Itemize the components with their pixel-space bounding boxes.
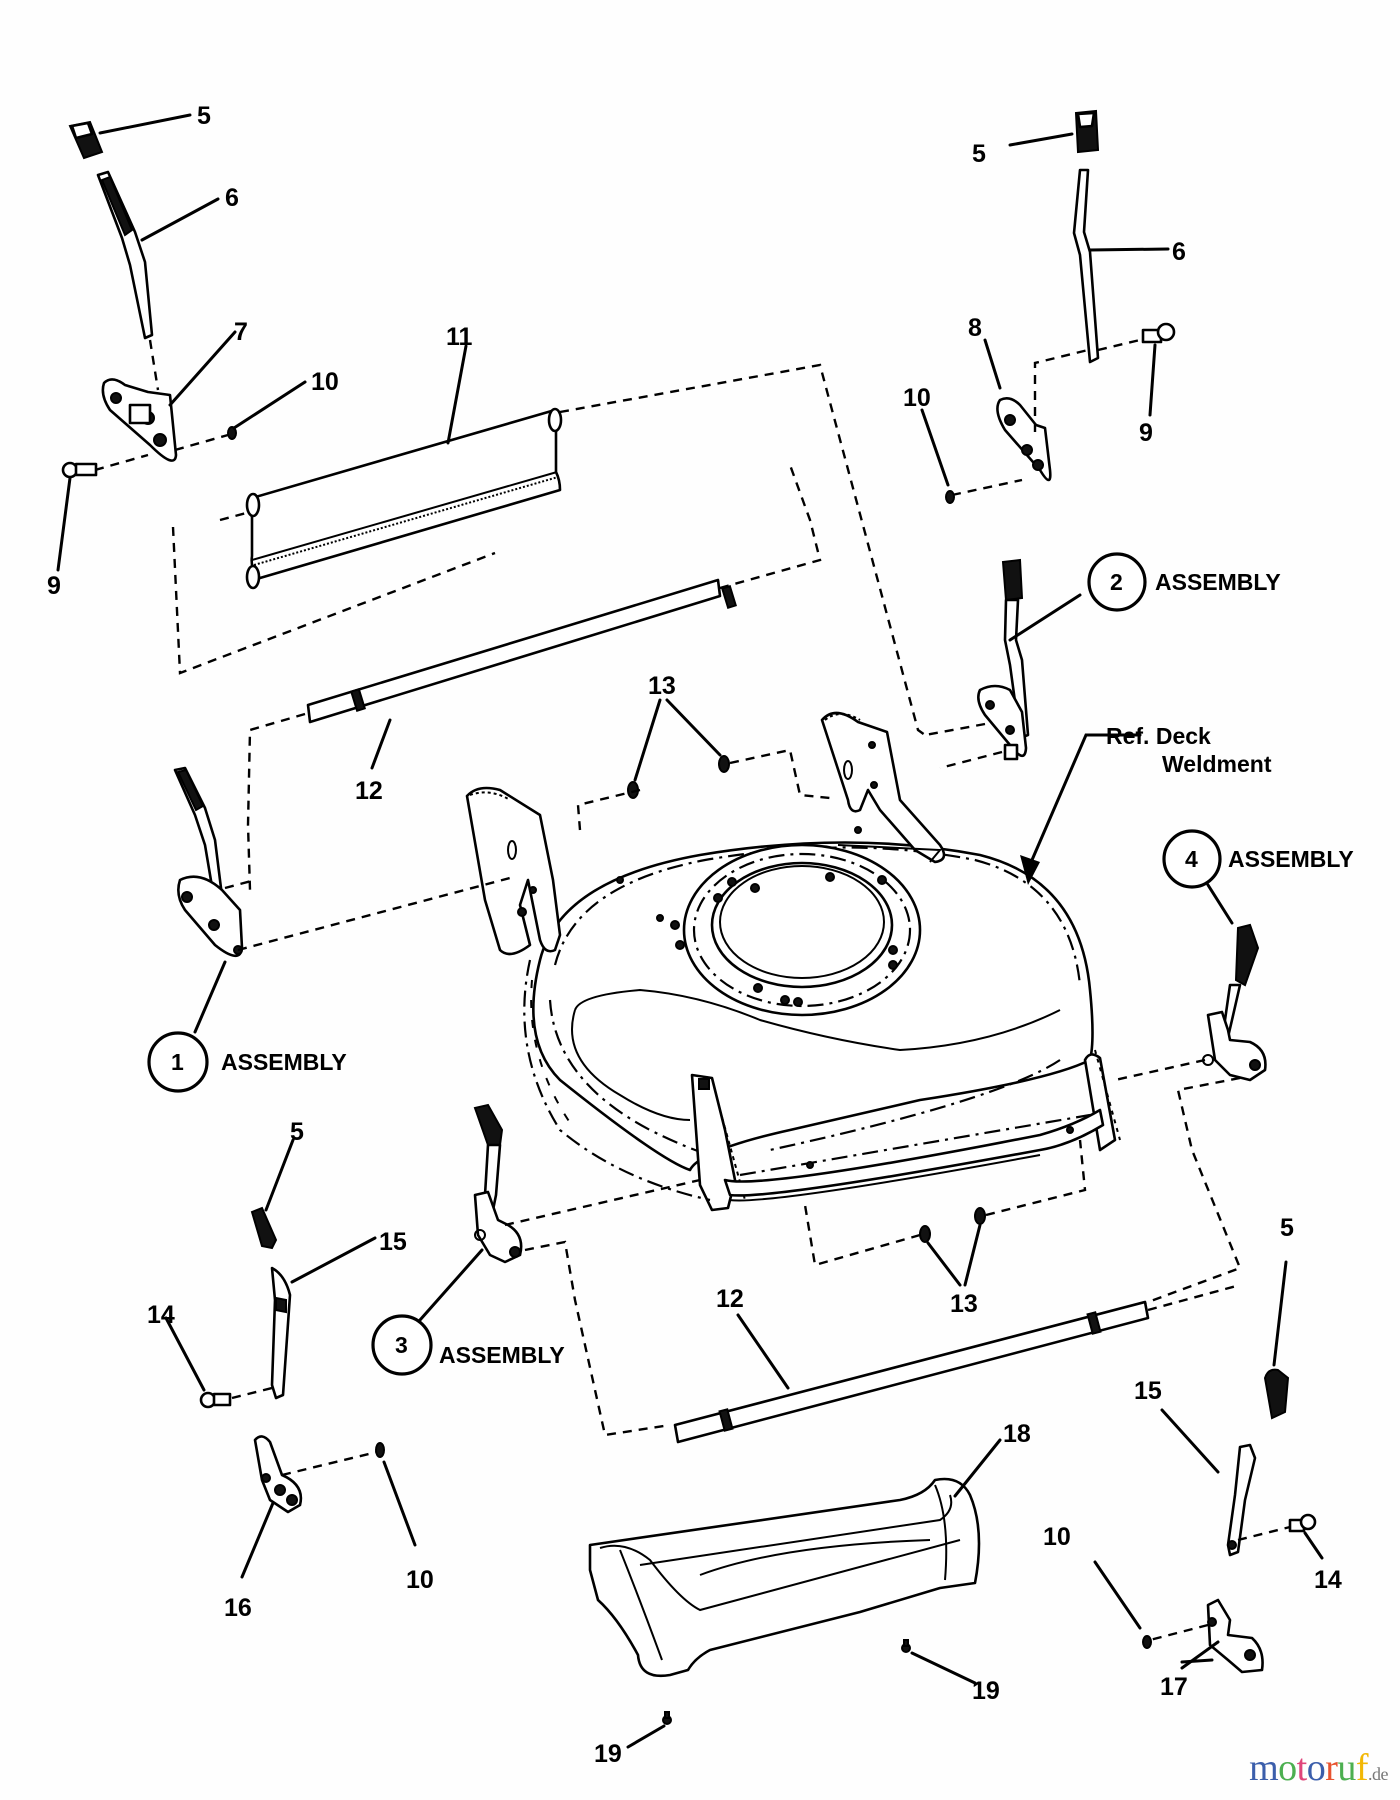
watermark-letter: o — [1306, 1747, 1326, 1789]
callout-5: 5 — [290, 1118, 304, 1146]
callout-17: 17 — [1160, 1673, 1188, 1701]
watermark-letter: r — [1325, 1747, 1338, 1789]
watermark-letter: u — [1337, 1747, 1356, 1789]
assembly-2-label: ASSEMBLY — [1155, 569, 1281, 595]
assembly-labels: 1 ASSEMBLY 2 ASSEMBLY 3 ASSEMBLY 4 ASSEM… — [171, 569, 1354, 1368]
assembly-2-lever — [924, 552, 1147, 770]
callout-8: 8 — [968, 314, 982, 342]
callout-11: 11 — [446, 323, 473, 351]
assembly-1-circle — [147, 1031, 209, 1093]
callout-15: 15 — [1134, 1377, 1162, 1405]
assembly-2-circle — [1087, 552, 1147, 612]
callout-6: 6 — [225, 184, 239, 212]
callout-10: 10 — [903, 384, 931, 412]
callout-15: 15 — [379, 1228, 407, 1256]
assembly-3-circle — [371, 1314, 433, 1376]
callout-16: 16 — [224, 1594, 252, 1622]
assembly-3-label: ASSEMBLY — [439, 1342, 565, 1368]
top-right-lever-group — [920, 109, 1176, 504]
top-left-lever-group — [56, 113, 307, 572]
assembly-4-lever — [1114, 829, 1267, 1307]
lever-part-6-right — [1072, 168, 1100, 364]
watermark-letter: o — [1278, 1747, 1297, 1789]
callout-5: 5 — [972, 140, 986, 168]
callout-12: 12 — [355, 777, 383, 805]
nuts-part-13-top — [576, 698, 831, 831]
bottom-left-parts — [164, 1138, 417, 1579]
axle-part-12-bottom — [673, 1283, 1241, 1444]
washer-part-10-bottom-left — [375, 1442, 385, 1458]
assembly-4-label: ASSEMBLY — [1228, 846, 1354, 872]
reference-label-line1: Ref. Deck — [1106, 723, 1211, 749]
watermark-letter: f — [1355, 1747, 1369, 1789]
nuts-part-13-bottom — [803, 1139, 1087, 1287]
assembly-2-number: 2 — [1110, 569, 1123, 595]
callout-13: 13 — [950, 1290, 978, 1318]
callout-19: 19 — [594, 1740, 622, 1768]
callout-10: 10 — [1043, 1523, 1071, 1551]
bracket-part-16 — [253, 1435, 303, 1514]
assembly-4-circle — [1162, 829, 1222, 889]
callout-7: 7 — [234, 318, 248, 346]
watermark-suffix: .de — [1368, 1764, 1389, 1784]
bottom-right-parts — [1093, 1260, 1324, 1674]
assembly-3-lever — [371, 1103, 701, 1437]
motor-mount-holes — [616, 872, 898, 1007]
callout-18: 18 — [1003, 1420, 1031, 1448]
washer-part-10 — [227, 426, 237, 440]
callout-9: 9 — [1139, 419, 1153, 447]
callout-labels: 5 6 7 10 9 11 12 13 5 6 8 10 9 5 15 14 1… — [47, 102, 1342, 1768]
callout-14: 14 — [1314, 1566, 1342, 1594]
watermark-letter: t — [1296, 1747, 1308, 1789]
washer-part-10-right — [945, 490, 955, 504]
callout-5: 5 — [197, 102, 211, 130]
callout-14: 14 — [147, 1301, 175, 1329]
knob-part-5-bottom-left — [250, 1206, 278, 1250]
reference-label-line2: Weldment — [1162, 751, 1272, 777]
callout-19: 19 — [972, 1677, 1000, 1705]
bracket-part-17 — [1206, 1598, 1264, 1674]
callout-13: 13 — [648, 672, 676, 700]
watermark-logo: motoruf.de — [1249, 1746, 1388, 1790]
rear-guard-part-18 — [588, 1438, 1002, 1678]
callout-9: 9 — [47, 572, 61, 600]
assembly-3-number: 3 — [395, 1332, 408, 1358]
washer-part-10-bottom-right — [1142, 1635, 1152, 1649]
deck-weldment — [465, 711, 1142, 1212]
bolt-part-9-right — [1141, 322, 1176, 344]
callout-6: 6 — [1172, 238, 1186, 266]
rear-flap-part-11 — [171, 344, 926, 736]
lever-part-15-right — [1226, 1443, 1257, 1557]
bolt-part-14-right — [1288, 1513, 1317, 1533]
lever-part-15-left — [270, 1266, 292, 1400]
knob-part-5-bottom-right — [1263, 1368, 1290, 1420]
watermark-letter: m — [1249, 1747, 1279, 1789]
assembly-1-lever — [147, 766, 511, 1093]
assembly-1-number: 1 — [171, 1049, 184, 1075]
callout-12: 12 — [716, 1285, 744, 1313]
bolt-part-9 — [61, 461, 98, 479]
bolt-part-14-left — [199, 1391, 232, 1409]
callout-10: 10 — [406, 1566, 434, 1594]
assembly-1-label: ASSEMBLY — [221, 1049, 347, 1075]
callout-10: 10 — [311, 368, 339, 396]
screws-part-19 — [626, 1639, 977, 1749]
axle-part-12-top — [246, 464, 822, 891]
assembly-4-number: 4 — [1185, 846, 1198, 872]
lever-part-6 — [96, 170, 154, 340]
callout-5: 5 — [1280, 1214, 1294, 1242]
